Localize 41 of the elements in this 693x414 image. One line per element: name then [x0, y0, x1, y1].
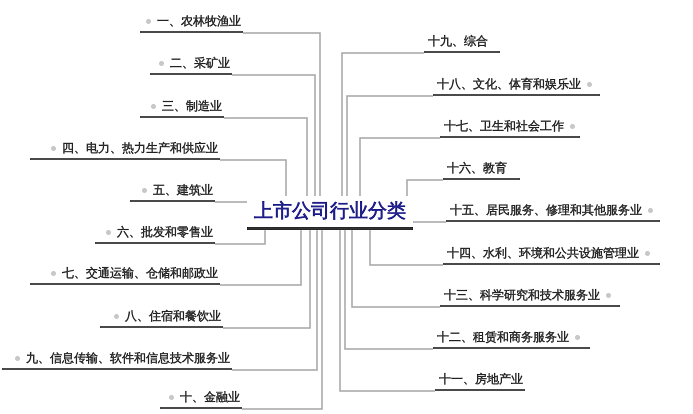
connector-line — [359, 137, 440, 196]
topic-label: 十九、综合 — [428, 35, 488, 47]
topic-label: 四、电力、热力生产和供应业 — [62, 142, 218, 154]
topic-label: 十二、租赁和商务服务业 — [437, 331, 569, 343]
topic-label: 十一、房地产业 — [439, 373, 523, 385]
topic-label: 二、采矿业 — [170, 57, 230, 69]
topic-label: 六、批发和零售业 — [117, 226, 213, 238]
topic-label: 十七、卫生和社会工作 — [444, 120, 564, 132]
topic-label: 五、建筑业 — [153, 184, 213, 196]
connector-line — [232, 74, 316, 196]
connector-line — [220, 159, 287, 196]
connector-line — [344, 230, 433, 350]
connector-line — [243, 32, 321, 196]
topic-label: 十五、居民服务、修理和其他服务业 — [450, 204, 642, 216]
connector-line — [215, 201, 247, 203]
connector-line — [351, 230, 440, 308]
topic-label: 十、金融业 — [180, 391, 240, 403]
connector-line — [369, 230, 443, 266]
connector-line — [232, 230, 318, 371]
topic-label: 八、住宿和餐饮业 — [125, 310, 221, 322]
central-title: 上市公司行业分类 — [254, 202, 406, 221]
topic-label: 九、信息传输、软件和信息技术服务业 — [26, 352, 230, 364]
topic-label: 十四、水利、环境和公共设施管理业 — [447, 247, 639, 259]
topic-label: 一、农林牧渔业 — [157, 15, 241, 27]
topic-label: 十六、教育 — [447, 162, 507, 174]
connector-line — [406, 179, 443, 196]
connector-line — [242, 230, 323, 410]
topic-label: 十八、文化、体育和娱乐业 — [437, 78, 581, 90]
topic-item — [433, 74, 600, 96]
connector-line — [346, 95, 433, 196]
topic-label: 七、交通运输、仓储和邮政业 — [62, 267, 218, 279]
connector-line — [223, 230, 311, 329]
connector-line — [220, 230, 302, 286]
connector-line — [339, 230, 435, 392]
topic-label: 三、制造业 — [162, 100, 222, 112]
connector-line — [341, 52, 424, 196]
connector-line — [215, 230, 266, 245]
connector-line — [413, 221, 446, 223]
topic-label: 十三、科学研究和技术服务业 — [444, 289, 600, 301]
connector-line — [224, 117, 308, 196]
topic-item — [443, 158, 520, 180]
